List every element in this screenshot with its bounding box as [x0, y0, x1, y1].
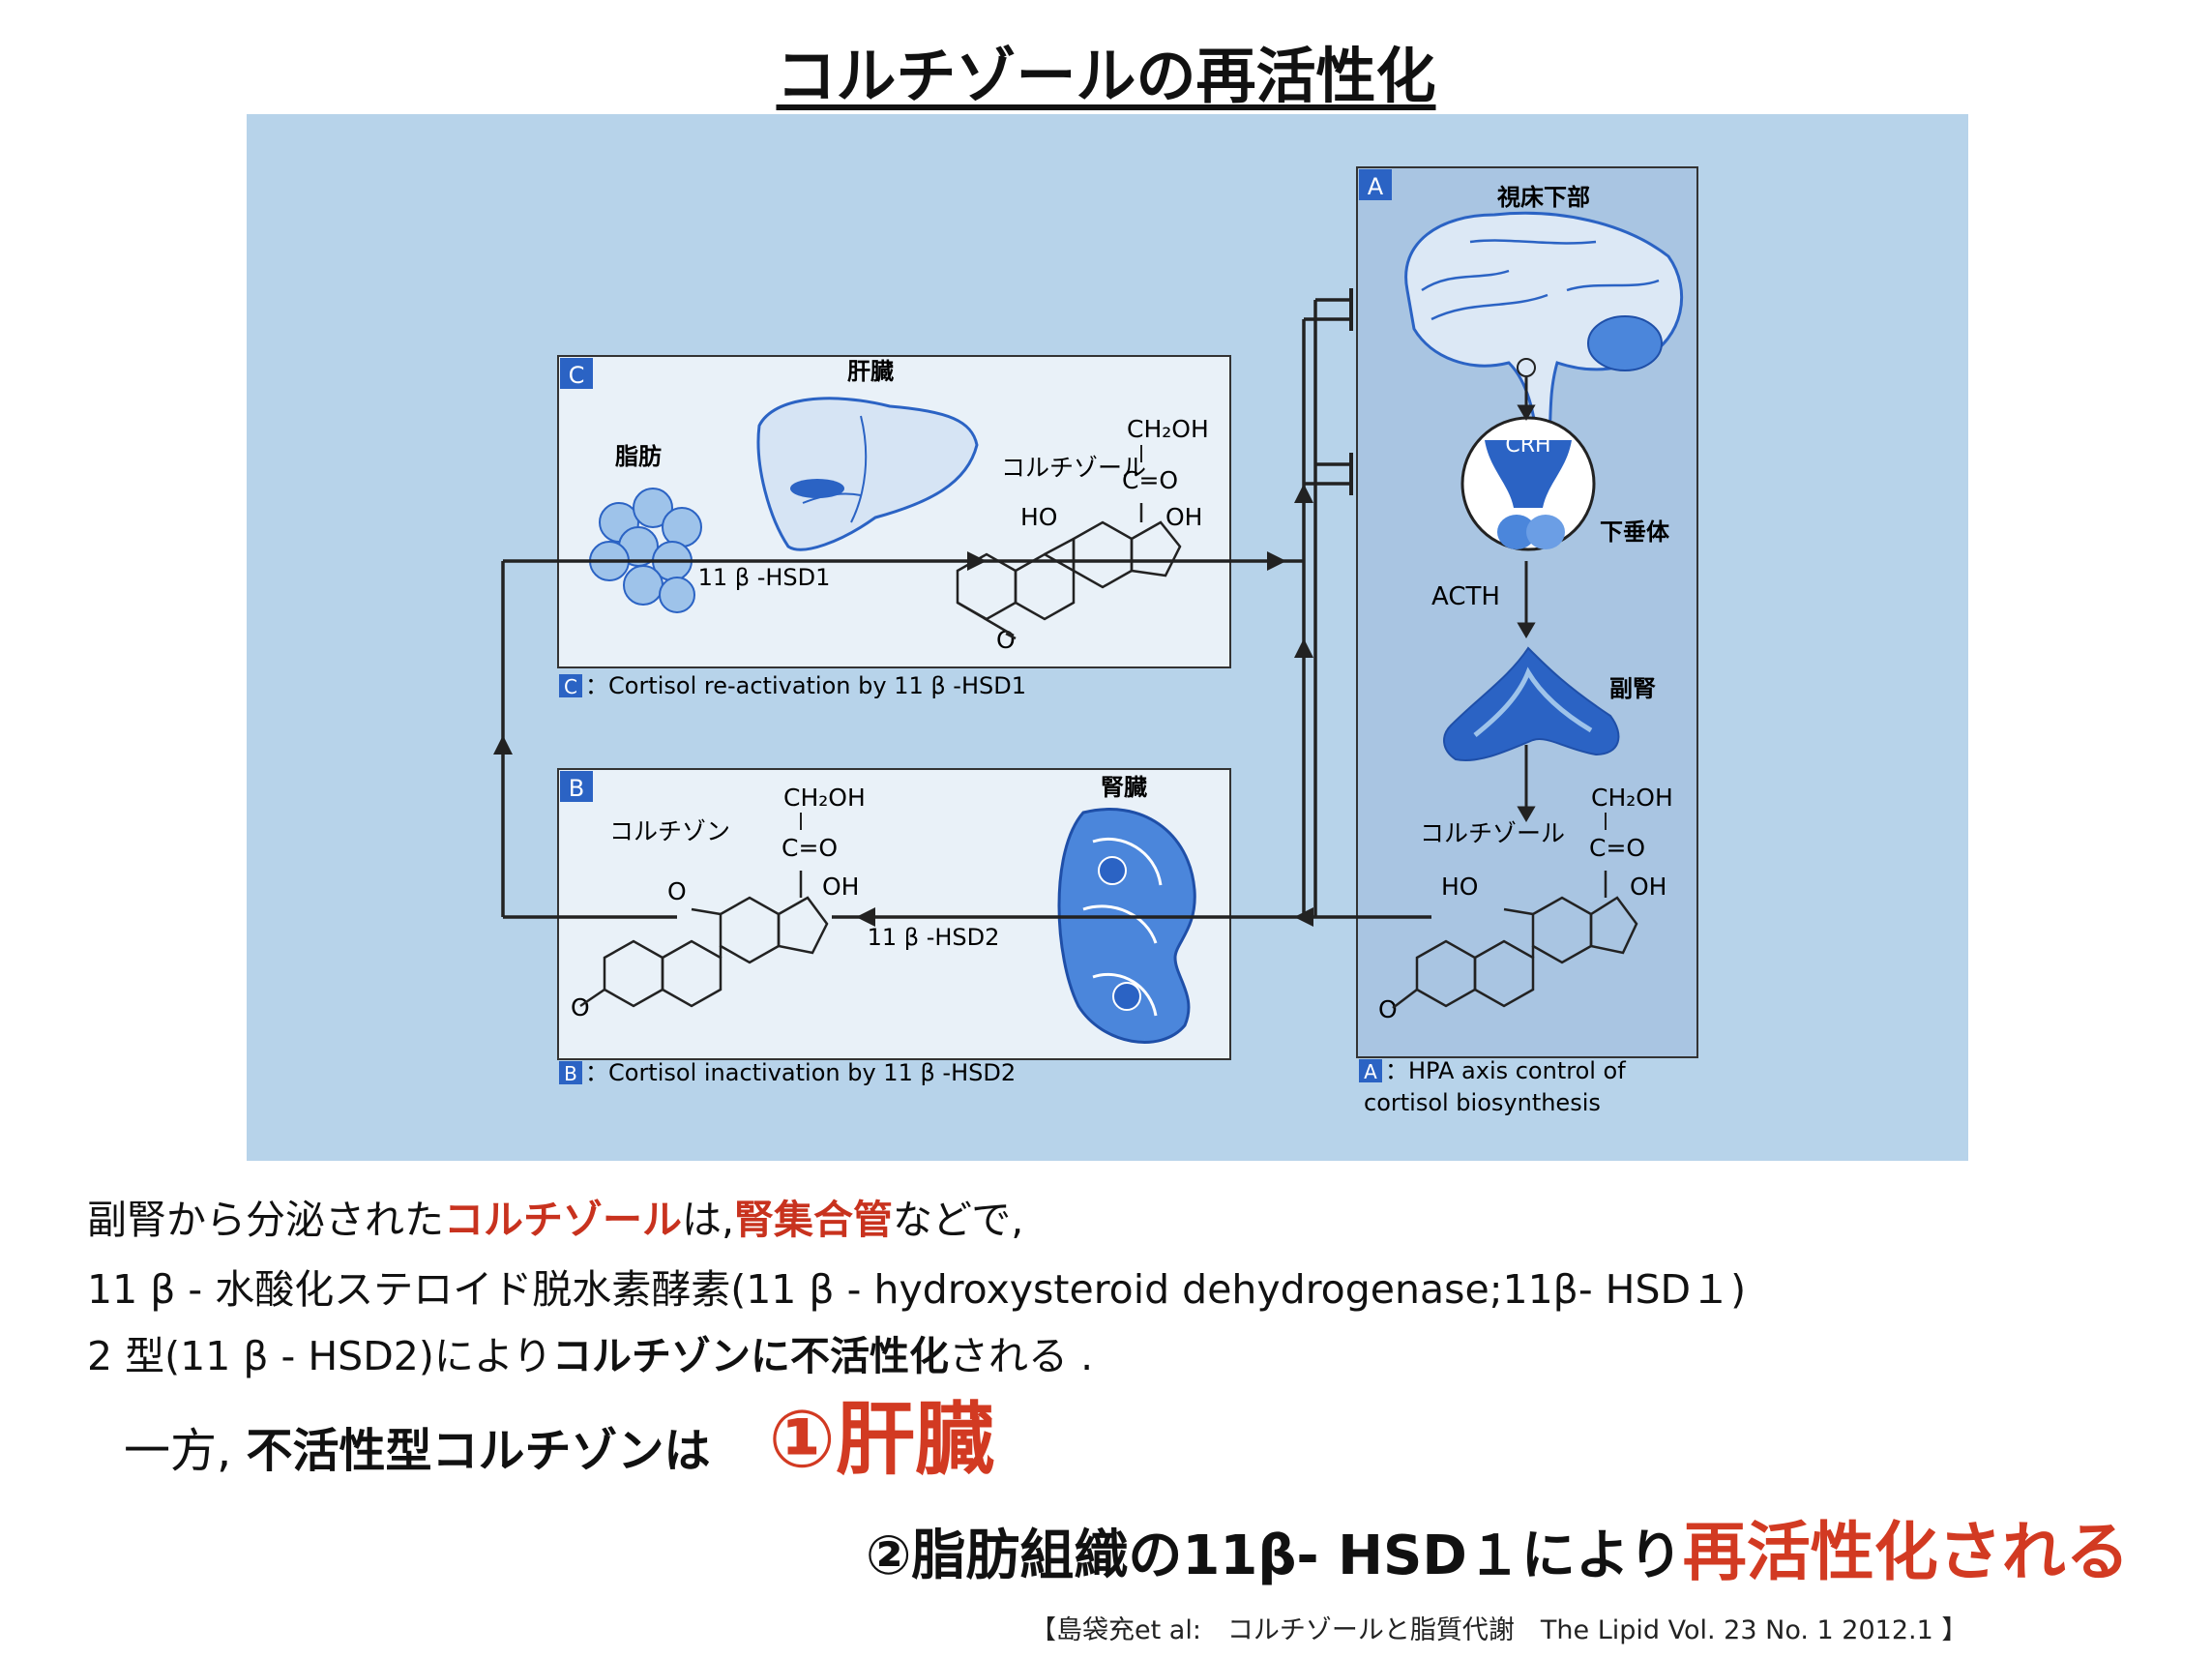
panel-a-cortisol-structure: コルチゾール CH₂OH C=O HO OH O	[1378, 784, 1673, 1023]
kidney-illustration	[1057, 808, 1196, 1044]
text-l3-c: される .	[949, 1333, 1094, 1379]
panel-b-caption-badge	[559, 1061, 582, 1084]
crh-label: CRH	[1505, 433, 1550, 458]
panel-c-co: C=O	[1122, 466, 1178, 494]
text-line-2: 11 β - 水酸化ステロイド脱水素酵素(11 β - hydroxystero…	[87, 1266, 1747, 1313]
panel-a-compound-label: コルチゾール	[1420, 819, 1565, 847]
adrenal-illustration	[1443, 646, 1620, 761]
text-l5-reactivated: 再活性化される	[1682, 1515, 2130, 1589]
panel-a-o: O	[1378, 995, 1398, 1023]
text-l3-inactivation: コルチゾンに不活性化	[552, 1333, 950, 1379]
text-l1-cortisol: コルチゾール	[444, 1197, 682, 1243]
text-l5-a: ②脂肪組織の11β- HSD１により	[866, 1525, 1683, 1587]
text-l1-a: 副腎から分泌された	[87, 1197, 444, 1243]
text-l4-liver: ①肝臓	[768, 1394, 994, 1486]
panel-a-ho: HO	[1441, 873, 1478, 901]
text-l3-a: 2 型(11 β - HSD2)により	[87, 1333, 553, 1379]
panel-b-cortisone-structure: コルチゾン CH₂OH C=O O OH O	[571, 784, 866, 1021]
text-l1-collecting-duct: 腎集合管	[734, 1197, 894, 1243]
panel-c-caption: ：Cortisol re-activation by 11 β -HSD1	[585, 672, 1026, 699]
panel-c-caption-badge	[559, 674, 582, 697]
panel-c-cortisol-structure: コルチゾール CH₂OH C=O HO OH O	[956, 415, 1209, 654]
panel-a-caption-letter: A	[1364, 1060, 1377, 1083]
panel-c-letter: C	[569, 362, 585, 389]
pituitary-illustration: CRH	[1460, 416, 1596, 551]
pituitary-label: 下垂体	[1600, 518, 1670, 546]
panel-b-o-upper: O	[667, 877, 687, 905]
panel-b-badge	[560, 771, 593, 802]
liver-illustration	[756, 397, 979, 551]
fat-label: 脂肪	[615, 443, 662, 470]
text-l4-a: 一方,	[124, 1424, 247, 1478]
kidney-label: 腎臓	[1101, 774, 1147, 801]
liver-label: 肝臓	[847, 358, 894, 385]
panel-a-caption-badge	[1359, 1059, 1382, 1082]
text-line-4: 一方, 不活性型コルチゾンは ①肝臓	[124, 1393, 994, 1488]
panel-a-co: C=O	[1589, 834, 1645, 862]
panel-c-ch2oh: CH₂OH	[1127, 415, 1209, 443]
panel-b-caption-letter: B	[564, 1062, 577, 1085]
text-l4-inactive-cortisone: 不活性型コルチゾンは	[246, 1424, 711, 1478]
text-l1-e: などで,	[893, 1197, 1024, 1243]
text-l1-c: は,	[682, 1197, 735, 1243]
brain-illustration	[1404, 211, 1684, 457]
adrenal-label: 副腎	[1609, 675, 1656, 702]
panel-a-ch2oh: CH₂OH	[1591, 784, 1673, 812]
citation: 【島袋充et al: コルチゾールと脂質代謝 The Lipid Vol. 23…	[1030, 1615, 1968, 1645]
fat-cells-illustration	[589, 488, 702, 613]
arrow-heads	[493, 484, 1313, 927]
panel-b-letter: B	[569, 775, 584, 802]
panel-a-caption-line1: ：HPA axis control of	[1385, 1057, 1626, 1084]
panel-a-caption-line2: cortisol biosynthesis	[1364, 1089, 1601, 1116]
panel-a-badge	[1359, 169, 1392, 200]
panel-b-ch2oh: CH₂OH	[783, 784, 866, 812]
panel-b-enzyme-label: 11 β -HSD2	[868, 924, 1000, 951]
panel-c-badge	[560, 358, 593, 389]
panel-b-o-lower: O	[571, 993, 590, 1021]
hypothalamus-label: 視床下部	[1496, 184, 1590, 211]
panel-a-oh: OH	[1630, 873, 1666, 901]
flow-lines	[501, 298, 1431, 919]
acth-label: ACTH	[1431, 582, 1500, 611]
page-title: コルチゾールの再活性化	[776, 41, 1436, 111]
panel-c-enzyme-label: 11 β -HSD1	[698, 564, 831, 591]
text-line-1: 副腎から分泌されたコルチゾールは,腎集合管などで,	[87, 1197, 1023, 1244]
panel-b-compound-label: コルチゾン	[609, 817, 730, 845]
text-line-5: ②脂肪組織の11β- HSD１により再活性化される	[866, 1514, 2130, 1590]
text-line-3: 2 型(11 β - HSD2)によりコルチゾンに不活性化される .	[87, 1333, 1093, 1380]
panel-c-caption-letter: C	[564, 675, 577, 698]
panel-c-compound-label: コルチゾール	[1001, 454, 1146, 482]
panel-b-oh: OH	[822, 873, 859, 901]
panel-a-letter: A	[1368, 173, 1384, 200]
panel-c-ho: HO	[1020, 503, 1057, 531]
panel-b-co: C=O	[782, 834, 838, 862]
panel-c-oh: OH	[1165, 503, 1202, 531]
panel-a-arrows	[1517, 377, 1536, 822]
panel-b-caption: ：Cortisol inactivation by 11 β -HSD2	[585, 1059, 1016, 1086]
